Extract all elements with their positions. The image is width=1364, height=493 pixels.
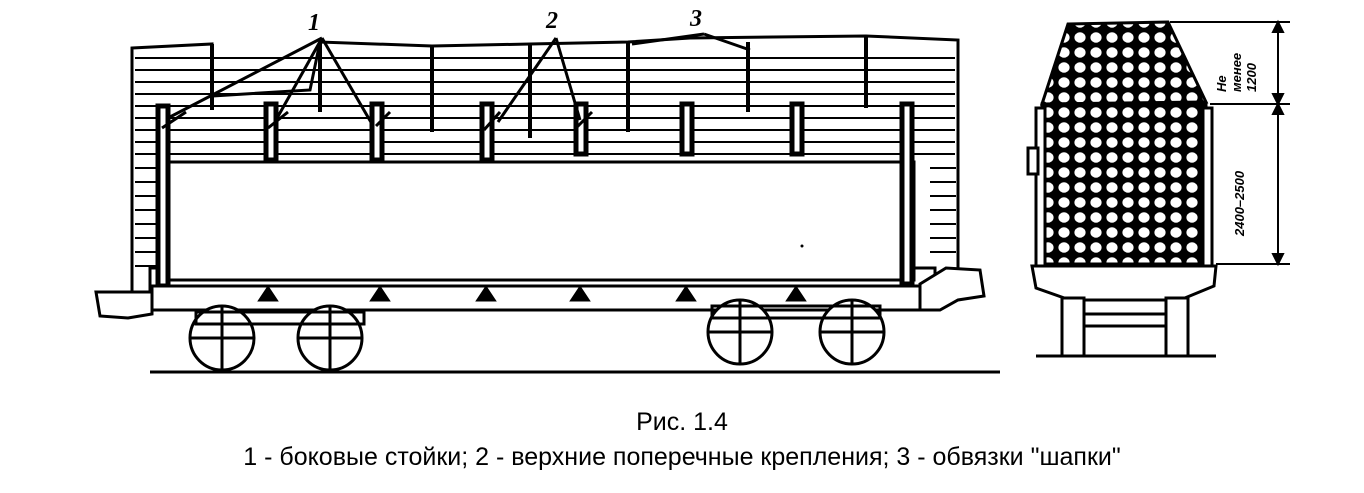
dimension-cap-height: Не менее 1200 xyxy=(1214,53,1259,92)
railcar-timber-loading-diagram: 1 2 3 xyxy=(94,6,1290,374)
timber-cap xyxy=(1039,20,1209,106)
lower-stack-area xyxy=(160,160,916,282)
side-view: 1 2 3 xyxy=(94,6,1000,374)
svg-text:1200: 1200 xyxy=(1244,62,1259,92)
figure-title: Рис. 1.4 xyxy=(636,408,728,436)
dimension-body-height: 2400–2500 xyxy=(1232,170,1247,237)
figure-caption: Рис. 1.4 1 - боковые стойки; 2 - верхние… xyxy=(0,405,1364,475)
timber-stack xyxy=(1040,102,1208,266)
figure-legend: 1 - боковые стойки; 2 - верхние поперечн… xyxy=(243,443,1121,471)
svg-text:менее: менее xyxy=(1229,53,1244,92)
end-view: Не менее 1200 2400–2500 xyxy=(1026,19,1290,358)
callout-3: 3 xyxy=(689,6,702,32)
end-bogie xyxy=(1060,296,1190,358)
upper-crossties xyxy=(161,110,594,131)
wheels xyxy=(188,298,886,372)
callout-1: 1 xyxy=(308,10,320,36)
end-stake-left xyxy=(1034,106,1047,274)
svg-text:Не: Не xyxy=(1214,75,1229,92)
side-stakes xyxy=(155,101,915,289)
dimension-lines xyxy=(1170,19,1290,267)
end-frame xyxy=(1030,264,1218,302)
callout-leaders xyxy=(167,32,751,125)
callout-2: 2 xyxy=(545,8,558,34)
end-stake-right xyxy=(1201,106,1214,274)
